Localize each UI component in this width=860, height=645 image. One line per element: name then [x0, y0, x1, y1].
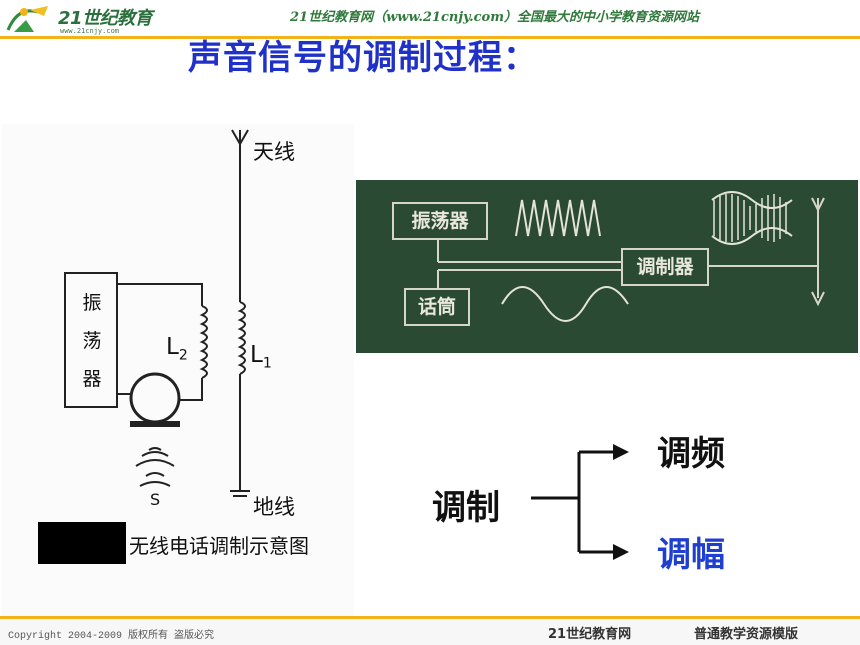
redaction-block — [38, 522, 126, 564]
board-oscillator-box: 振荡器 — [392, 202, 488, 240]
footer-template-name: 普通教学资源模版 — [694, 627, 799, 642]
board-modulator-box: 调制器 — [621, 248, 709, 286]
oscillator-char: 振 — [82, 292, 102, 314]
footer-divider — [0, 616, 860, 619]
circuit-diagram: 振 荡 器 天线 地线 L2 L1 S 无线电话调制示意图 — [2, 124, 354, 620]
l1-label: L1 — [250, 342, 272, 372]
header-bar — [0, 0, 860, 38]
circuit-caption: 无线电话调制示意图 — [129, 534, 309, 558]
board-microphone-box: 话筒 — [404, 288, 470, 326]
oscillator-label: 振 荡 器 — [72, 284, 112, 398]
fm-label: 调频 — [657, 434, 725, 474]
switch-label: S — [150, 490, 161, 509]
oscillator-box: 振 荡 器 — [64, 272, 118, 408]
am-label: 调幅 — [657, 535, 725, 575]
l2-label: L2 — [166, 334, 188, 364]
oscillator-char: 荡 — [82, 330, 102, 352]
circuit-drawing — [116, 129, 250, 497]
oscillator-char: 器 — [82, 368, 102, 390]
logo-text: 21世纪教育 — [58, 8, 153, 29]
l1-letter: L — [250, 342, 263, 368]
l2-letter: L — [166, 334, 179, 360]
site-logo-icon — [6, 6, 48, 32]
slide-title: 声音信号的调制过程： — [188, 38, 538, 78]
site-banner: 21世纪教育网（www.21cnjy.com）全国最大的中小学教育资源网站 — [290, 10, 699, 25]
board-drawing — [437, 191, 825, 322]
tree-connector — [531, 444, 629, 560]
footer-bar — [0, 616, 860, 645]
footer-site-name: 21世纪教育网 — [548, 627, 632, 642]
modulation-board: 振荡器 调制器 话筒 — [356, 180, 858, 353]
header-divider — [0, 36, 860, 39]
modulation-root-label: 调制 — [432, 488, 500, 528]
ground-label: 地线 — [253, 495, 295, 519]
logo-url: www.21cnjy.com — [60, 27, 120, 35]
l2-subscript: 2 — [178, 347, 188, 364]
l1-subscript: 1 — [262, 355, 272, 372]
copyright-text: Copyright 2004-2009 版权所有 盗版必究 — [8, 631, 215, 642]
antenna-label: 天线 — [253, 140, 295, 164]
